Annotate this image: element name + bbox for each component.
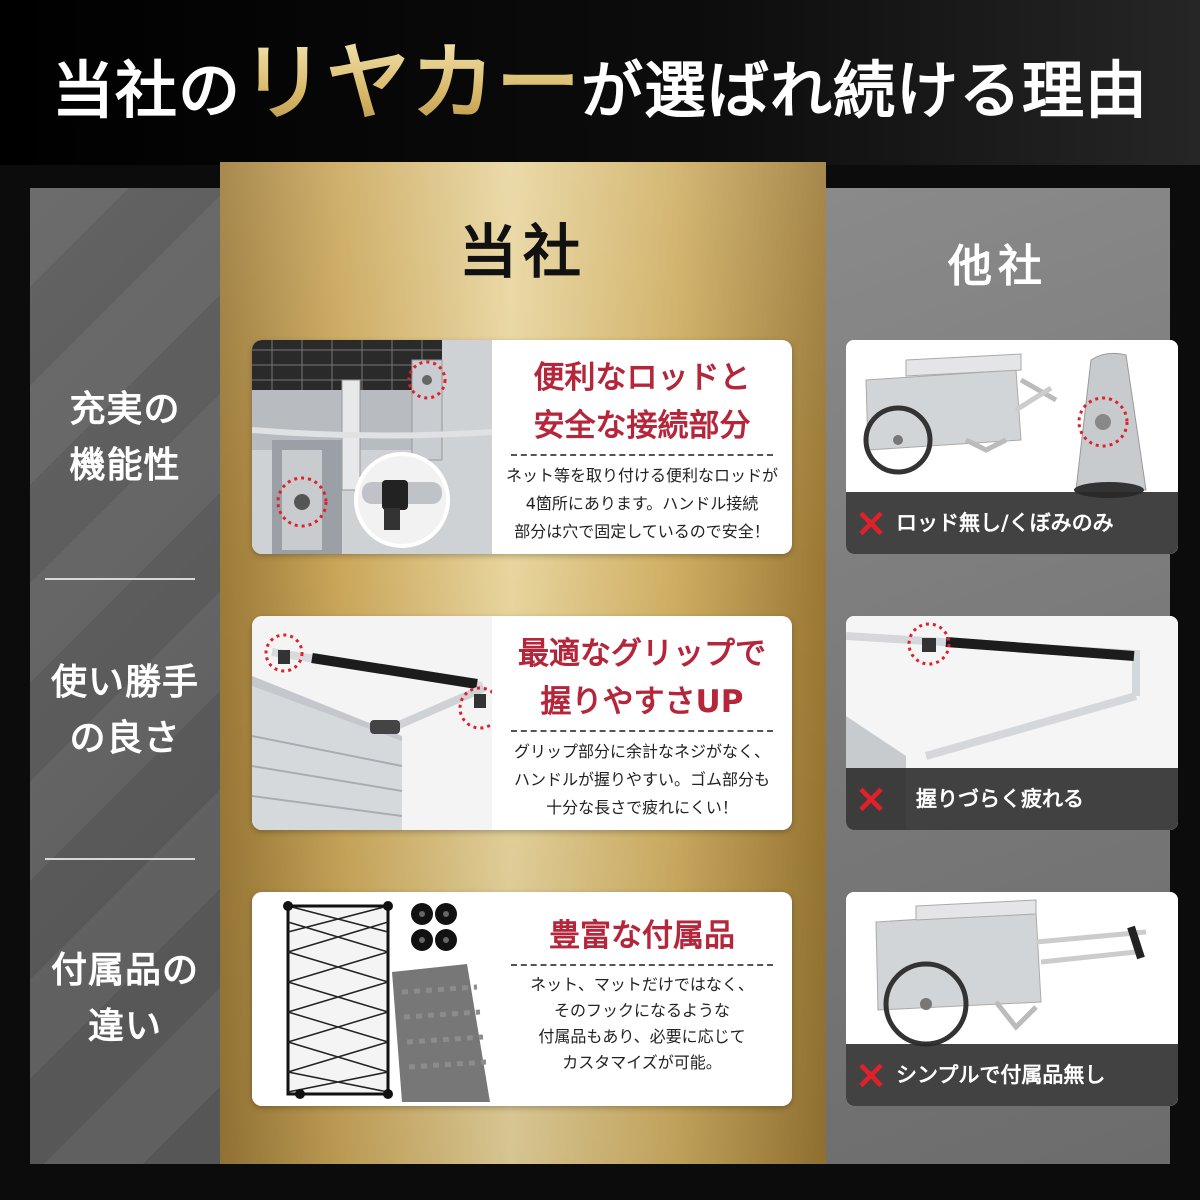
feature-description: ネット等を取り付ける便利なロッドが 4箇所にあります。ハンドル接続 部分は穴で固… [492, 462, 792, 546]
row-label-functionality: 充実の 機能性 [30, 382, 220, 494]
row-label-line: 違い [87, 1006, 162, 1047]
feature-text: 最適なグリップで 握りやすさUP グリップ部分に余計なネジがなく、 ハンドルが握… [492, 616, 792, 830]
our-company-heading: 当社 [458, 218, 587, 286]
feature-text: 豊富な付属品 ネット、マットだけではなく、 そのフックになるような 付属品もあり… [492, 892, 792, 1106]
description-line: ネット等を取り付ける便利なロッドが [505, 466, 778, 485]
dashed-divider [511, 730, 773, 732]
other-drawback: × 握りづらく疲れる [846, 768, 1178, 830]
other-card-grip: × 握りづらく疲れる [846, 616, 1178, 830]
grip-photo [252, 616, 492, 830]
cross-icon: × [854, 776, 888, 822]
description-line: ハンドルが握りやすい。ゴム部分も [513, 770, 770, 789]
feature-title-line: 安全な接続部分 [533, 408, 751, 444]
rod-photo [252, 340, 492, 554]
dashed-divider [511, 964, 773, 966]
row-label-usability: 使い勝手 の良さ [30, 655, 220, 767]
cross-icon: × [854, 1052, 888, 1098]
accessories-photo [252, 892, 492, 1106]
description-line: 付属品もあり、必要に応じて [538, 1027, 746, 1046]
feature-title-line: 握りやすさUP [540, 684, 744, 720]
description-line: グリップ部分に余計なネジがなく、 [513, 742, 770, 761]
description-line: ネット、マットだけではなく、 [530, 975, 754, 994]
title-highlight: リヤカー [240, 34, 581, 132]
row-label-line: 使い勝手 [50, 662, 199, 703]
feature-description: グリップ部分に余計なネジがなく、 ハンドルが握りやすい。ゴム部分も 十分な長さで… [492, 738, 792, 822]
row-divider [45, 578, 195, 580]
our-feature-card-rod: 便利なロッドと 安全な接続部分 ネット等を取り付ける便利なロッドが 4箇所にあり… [252, 340, 792, 554]
row-label-line: 機能性 [69, 445, 181, 486]
other-drawback: × ロッド無し/くぼみのみ [846, 492, 1178, 554]
feature-text: 便利なロッドと 安全な接続部分 ネット等を取り付ける便利なロッドが 4箇所にあり… [492, 340, 792, 554]
description-line: 十分な長さで疲れにくい！ [546, 798, 738, 817]
feature-title-line: 豊富な付属品 [549, 918, 735, 954]
other-drawback: × シンプルで付属品無し [846, 1044, 1178, 1106]
drawback-text: ロッド無し/くぼみのみ [896, 511, 1114, 535]
dashed-divider [511, 454, 773, 456]
our-feature-card-grip: 最適なグリップで 握りやすさUP グリップ部分に余計なネジがなく、 ハンドルが握… [252, 616, 792, 830]
feature-title-line: 最適なグリップで [518, 636, 766, 672]
other-card-rod: × ロッド無し/くぼみのみ [846, 340, 1178, 554]
feature-title: 便利なロッドと 安全な接続部分 [492, 354, 792, 450]
our-feature-card-accessories: 豊富な付属品 ネット、マットだけではなく、 そのフックになるような 付属品もあり… [252, 892, 792, 1106]
page-title: 当社のリヤカーが選ばれ続ける理由 [0, 38, 1200, 136]
drawback-text: 握りづらく疲れる [916, 787, 1084, 811]
title-prefix: 当社の [51, 54, 241, 127]
description-line: そのフックになるような [553, 1001, 730, 1020]
feature-description: ネット、マットだけではなく、 そのフックになるような 付属品もあり、必要に応じて… [492, 972, 792, 1076]
row-label-line: 付属品の [50, 950, 199, 991]
cross-icon: × [854, 500, 888, 546]
feature-title-line: 便利なロッドと [533, 360, 751, 396]
description-line: カスタマイズが可能。 [562, 1053, 722, 1072]
description-line: 部分は穴で固定しているので安全！ [514, 522, 770, 541]
other-company-heading: 他社 [948, 241, 1048, 292]
row-label-accessories: 付属品の 違い [30, 943, 220, 1055]
row-label-line: の良さ [69, 718, 181, 759]
description-line: 4箇所にあります。ハンドル接続 [525, 494, 759, 513]
header-banner [0, 0, 1200, 165]
row-label-line: 充実の [69, 389, 181, 430]
row-divider [45, 858, 195, 860]
other-card-accessories: × シンプルで付属品無し [846, 892, 1178, 1106]
title-suffix: が選ばれ続ける理由 [581, 54, 1149, 127]
drawback-text: シンプルで付属品無し [896, 1063, 1106, 1087]
feature-title: 最適なグリップで 握りやすさUP [492, 630, 792, 726]
feature-title: 豊富な付属品 [492, 912, 792, 960]
